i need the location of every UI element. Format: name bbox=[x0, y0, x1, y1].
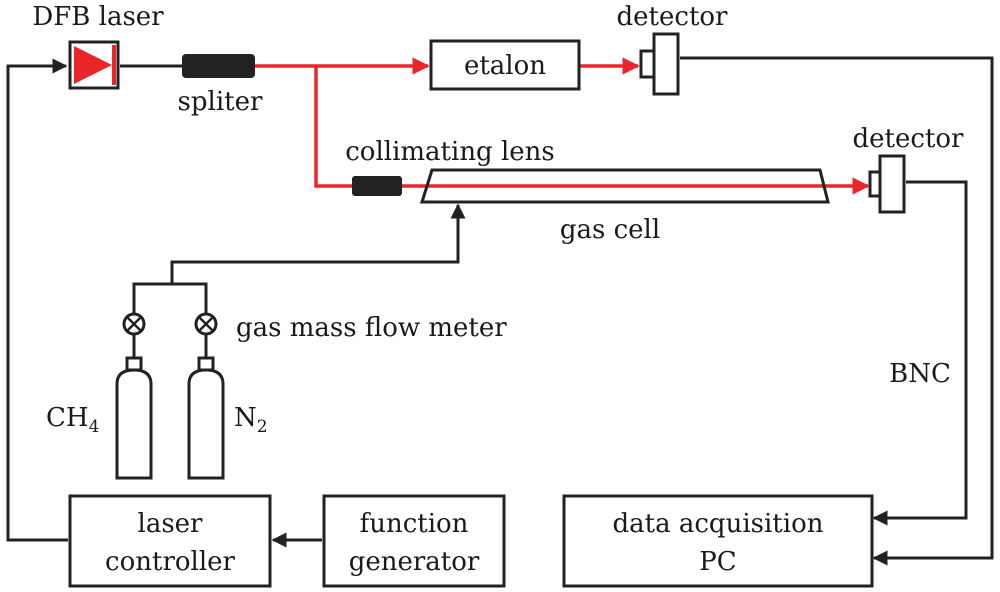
gas-line-to-cell bbox=[170, 203, 466, 283]
cylinder-n2 bbox=[187, 356, 225, 480]
daq-line2: PC bbox=[699, 547, 736, 577]
lens-block-icon bbox=[352, 176, 402, 196]
detector-top: detector bbox=[617, 2, 729, 96]
data-acquisition-box bbox=[562, 494, 874, 588]
detector-window-icon bbox=[639, 49, 656, 79]
n2-label: N2 bbox=[234, 403, 268, 437]
etalon-box bbox=[429, 39, 581, 91]
beam-to-gas-cell bbox=[314, 66, 352, 188]
cylinder-valve-cap-icon bbox=[197, 356, 215, 372]
wire-controller-to-laser bbox=[6, 58, 68, 542]
gas-cell: gas cell bbox=[419, 168, 830, 245]
laser-bar-icon bbox=[112, 45, 116, 85]
laser-beam-paths bbox=[255, 57, 870, 195]
bnc-label: BNC bbox=[889, 359, 951, 389]
n2-subscript: 2 bbox=[257, 417, 268, 437]
etalon: etalon bbox=[429, 39, 581, 91]
detector-mid: detector bbox=[853, 124, 965, 214]
signal-wires bbox=[6, 56, 994, 566]
photodetector-icon bbox=[652, 32, 680, 96]
photodetector-icon bbox=[878, 154, 906, 214]
ch4-subscript: 4 bbox=[89, 417, 100, 437]
valve-ch4 bbox=[122, 312, 146, 336]
data-acquisition-pc: data acquisition PC bbox=[562, 494, 874, 588]
gas-cell-body bbox=[419, 168, 830, 204]
splitter: spliter bbox=[178, 54, 263, 117]
n2-base: N bbox=[234, 403, 257, 433]
splitter-block-icon bbox=[182, 54, 255, 78]
splitter-label: spliter bbox=[178, 87, 263, 117]
wire-detector-top-to-daq bbox=[680, 56, 994, 566]
gas-cylinder-icon bbox=[187, 368, 225, 480]
detector-mid-label: detector bbox=[853, 124, 965, 154]
detector-top-label: detector bbox=[617, 2, 729, 32]
function-generator-line2: generator bbox=[349, 547, 480, 577]
function-generator-box bbox=[322, 494, 506, 588]
daq-line1: data acquisition bbox=[613, 509, 824, 539]
dfb-laser-label: DFB laser bbox=[32, 2, 164, 32]
function-generator-line1: function bbox=[360, 509, 469, 539]
cylinder-valve-cap-icon bbox=[125, 356, 143, 372]
detector-window-icon bbox=[868, 170, 882, 198]
laser-controller-line2: controller bbox=[105, 547, 236, 577]
valve-cross-icon bbox=[198, 316, 214, 332]
flow-meter-label: gas mass flow meter bbox=[236, 313, 507, 343]
gas-line-manifold bbox=[132, 282, 208, 313]
collimating-lens-label: collimating lens bbox=[345, 137, 555, 167]
cylinder-ch4 bbox=[115, 356, 153, 480]
ch4-label: CH4 bbox=[46, 403, 99, 437]
laser-controller-line1: laser bbox=[138, 509, 204, 539]
dfb-laser: DFB laser bbox=[32, 2, 164, 90]
function-generator: function generator bbox=[322, 494, 506, 588]
laser-triangle-icon bbox=[74, 46, 112, 84]
wire-detector-mid-to-daq bbox=[872, 180, 968, 526]
ch4-base: CH bbox=[46, 403, 89, 433]
gas-cylinder-icon bbox=[115, 368, 153, 480]
etalon-label: etalon bbox=[464, 51, 546, 81]
laser-controller: laser controller bbox=[68, 494, 272, 588]
gas-cell-label: gas cell bbox=[560, 215, 660, 245]
laser-controller-box bbox=[68, 494, 272, 588]
valve-n2 bbox=[194, 312, 218, 336]
collimating-lens: collimating lens bbox=[345, 137, 555, 196]
valve-cross-icon bbox=[126, 316, 142, 332]
